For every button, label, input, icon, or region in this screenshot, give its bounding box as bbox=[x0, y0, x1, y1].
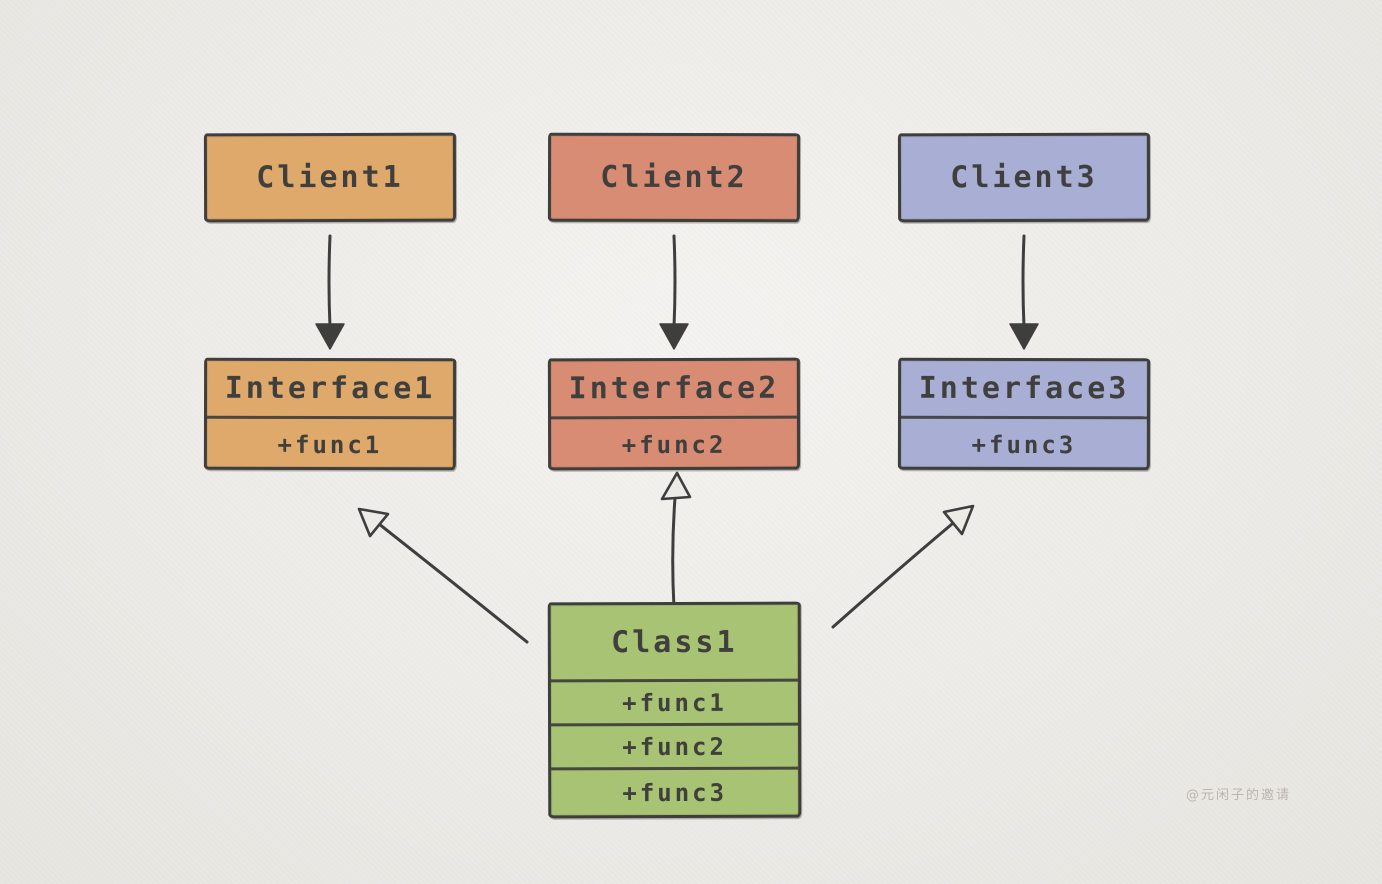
interface1-title: Interface1 bbox=[224, 370, 436, 407]
dependency-arrow-client3-interface3 bbox=[1009, 234, 1039, 350]
interface2-title: Interface2 bbox=[568, 370, 780, 407]
compartment-divider bbox=[551, 766, 799, 771]
class1-title: Class1 bbox=[611, 624, 738, 660]
interface3-box[interactable]: Interface3 +func3 bbox=[897, 357, 1151, 471]
realization-arrow-class1-interface3 bbox=[831, 504, 975, 629]
realization-arrow-class1-interface1 bbox=[357, 507, 529, 644]
interface3-method: +func3 bbox=[971, 430, 1077, 459]
interface2-box[interactable]: Interface2 +func2 bbox=[547, 357, 801, 471]
realization-arrow-class1-interface2 bbox=[660, 471, 692, 610]
compartment-divider bbox=[551, 415, 798, 420]
class1-method-3: +func3 bbox=[622, 778, 728, 808]
author-watermark: @元闲子的邀请 bbox=[1186, 788, 1292, 803]
class1-method-1: +func1 bbox=[622, 688, 727, 717]
interface1-box[interactable]: Interface1 +func1 bbox=[203, 357, 457, 471]
compartment-divider bbox=[550, 678, 798, 683]
interface3-title: Interface3 bbox=[918, 370, 1130, 407]
class1-box[interactable]: Class1 +func1 +func2 +func3 bbox=[547, 601, 802, 819]
client3-box[interactable]: Client3 bbox=[897, 132, 1151, 223]
compartment-divider bbox=[551, 722, 799, 727]
interface1-method: +func1 bbox=[277, 430, 383, 459]
class1-method-2: +func2 bbox=[622, 732, 727, 761]
client2-label: Client2 bbox=[600, 159, 748, 196]
dependency-arrow-client1-interface1 bbox=[315, 234, 345, 350]
dependency-arrow-client2-interface2 bbox=[659, 234, 689, 350]
client2-box[interactable]: Client2 bbox=[547, 132, 801, 223]
compartment-divider bbox=[206, 415, 453, 420]
client1-label: Client1 bbox=[256, 159, 404, 196]
client1-box[interactable]: Client1 bbox=[203, 132, 457, 223]
compartment-divider bbox=[900, 415, 1147, 420]
interface2-method: +func2 bbox=[621, 430, 727, 459]
client3-label: Client3 bbox=[950, 159, 1098, 196]
